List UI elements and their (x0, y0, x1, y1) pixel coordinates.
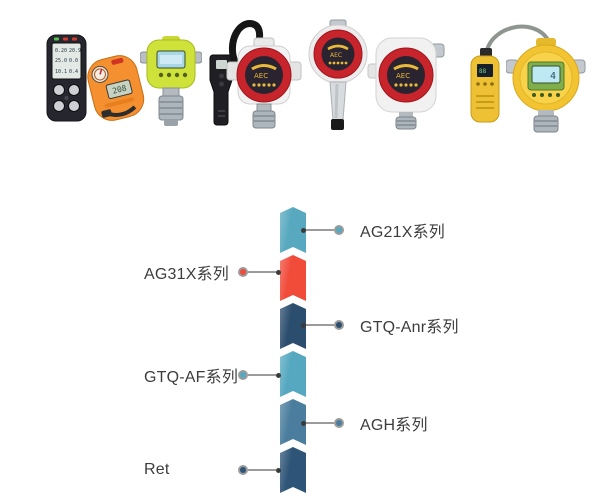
series-bullet-icon (238, 370, 249, 380)
svg-text:20.9: 20.9 (69, 48, 81, 54)
series-bullet-icon (238, 465, 248, 475)
series-label[interactable]: GTQ-AF系列 (144, 369, 239, 386)
connector-line (306, 229, 334, 231)
connector-dot (276, 467, 281, 473)
fixed-detector-red-face-handle-icon: AEC (308, 19, 368, 130)
connector-dot (276, 372, 282, 378)
svg-text:0.4: 0.4 (69, 69, 78, 75)
series-bullet-icon (334, 418, 344, 428)
timeline-item[interactable]: GTQ-AF系列 (144, 365, 282, 386)
connector-dot (301, 322, 306, 328)
fixed-gas-transmitter-lime-icon (140, 36, 202, 126)
series-bullet-icon (238, 267, 248, 277)
series-label[interactable]: AG31X系列 (144, 266, 229, 283)
svg-text:AEC: AEC (330, 52, 342, 59)
series-label[interactable]: AG21X系列 (360, 224, 445, 241)
series-bullet-icon (334, 225, 344, 235)
timeline-item[interactable]: Ret (144, 460, 281, 480)
svg-text:208: 208 (111, 84, 127, 96)
connector-dot (301, 420, 306, 426)
timeline: AG21X系列 AG31X系列 GTQ-Anr系列 GTQ-AF系列 AGH系列… (0, 200, 600, 504)
timeline-chevrons (280, 207, 306, 493)
connector-dot (276, 269, 281, 275)
timeline-item[interactable]: AGH系列 (301, 413, 428, 434)
series-label[interactable]: GTQ-Anr系列 (360, 319, 459, 336)
connector-line (306, 324, 334, 326)
svg-text:10.1: 10.1 (55, 69, 67, 75)
series-label[interactable]: AGH系列 (360, 417, 428, 434)
svg-text:0.0: 0.0 (69, 58, 78, 64)
connector-dot (301, 227, 306, 233)
timeline-chevron-4 (280, 351, 306, 397)
timeline-item[interactable]: AG21X系列 (301, 220, 445, 241)
timeline-item[interactable]: GTQ-Anr系列 (301, 315, 459, 336)
connector-line (248, 374, 277, 376)
series-label[interactable]: Ret (144, 461, 170, 478)
connector-line (306, 422, 334, 424)
connector-line (248, 271, 276, 273)
fixed-detector-red-face-cable-icon: AEC (226, 20, 302, 129)
timeline-chevron-6 (280, 447, 306, 493)
series-bullet-icon (334, 320, 344, 330)
svg-text:88: 88 (479, 68, 487, 75)
svg-text:AEC: AEC (254, 72, 268, 80)
timeline-item[interactable]: AG31X系列 (144, 262, 281, 283)
svg-text:0.20: 0.20 (55, 48, 67, 54)
connector-line (248, 469, 276, 471)
timeline-chevron-2 (280, 255, 306, 301)
fixed-gas-transmitter-yellow-icon: 4 (506, 38, 586, 133)
svg-text:25.0: 25.0 (55, 58, 67, 64)
fixed-detector-red-face-icon: AEC (367, 37, 445, 130)
svg-text:4: 4 (550, 71, 556, 82)
svg-text:AEC: AEC (396, 72, 410, 80)
portable-single-gas-detector-icon: 208 (87, 55, 145, 121)
